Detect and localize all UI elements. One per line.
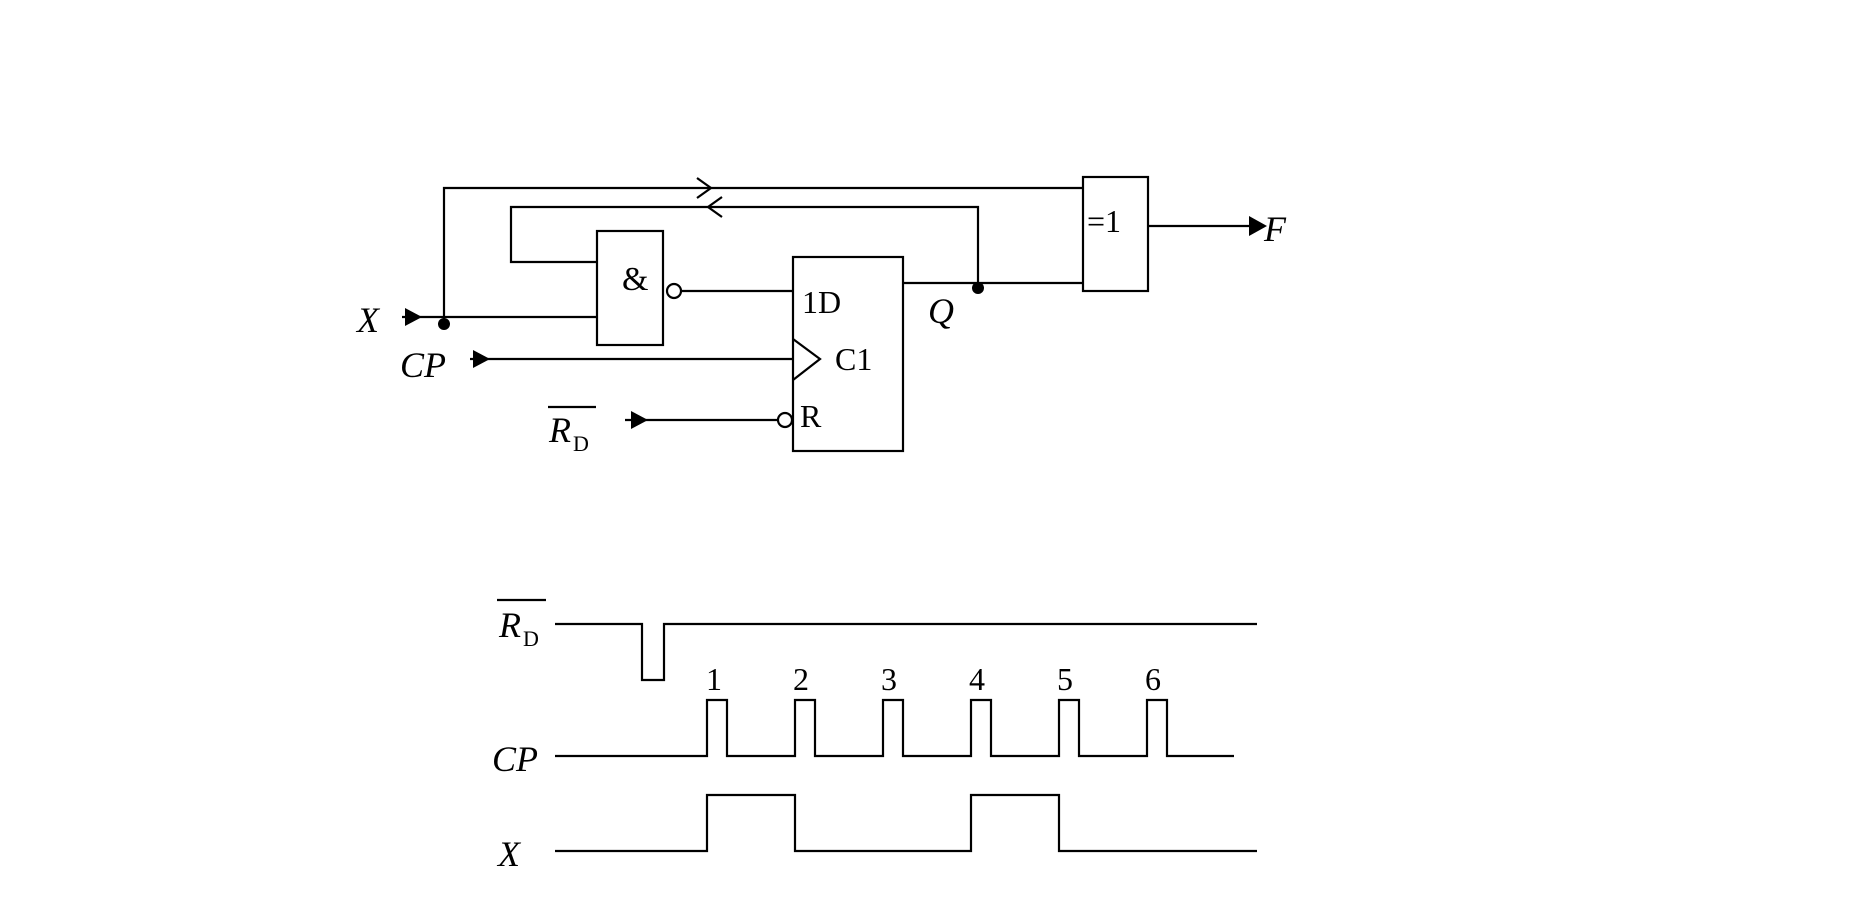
- wave-rd-subscript: D: [523, 626, 539, 651]
- cp-pulse-label-6: 6: [1145, 661, 1161, 697]
- input-rd-subscript: D: [573, 431, 589, 456]
- dff-reset-pin-label: R: [800, 398, 822, 434]
- input-x-label: X: [355, 300, 381, 340]
- cp-pulse-label-4: 4: [969, 661, 985, 697]
- cp-pulse-label-3: 3: [881, 661, 897, 697]
- and-gate-inverter-bubble: [665, 282, 683, 300]
- dff-clock-pin-label: C1: [835, 341, 872, 377]
- arrow-q-feedback: [706, 196, 723, 218]
- output-f-label: F: [1263, 209, 1287, 249]
- and-gate: [595, 229, 665, 347]
- dff-clock-triangle: [792, 338, 822, 381]
- arrow-x-to-xor: [696, 177, 713, 199]
- timing-diagram: R D CP 1 2 3 4 5 6 X: [492, 598, 1257, 874]
- wave-x: [555, 793, 1257, 853]
- dff-d-pin-label: 1D: [802, 284, 841, 320]
- wave-cp: [555, 698, 1234, 758]
- wave-cp-label: CP: [492, 739, 538, 779]
- xor-gate: [1081, 175, 1150, 293]
- wave-x-label: X: [496, 834, 522, 874]
- cp-pulse-label-5: 5: [1057, 661, 1073, 697]
- cp-pulse-label-2: 2: [793, 661, 809, 697]
- cp-pulse-label-1: 1: [706, 661, 722, 697]
- wire-q-feedback-to-and: [509, 205, 980, 288]
- output-q-label: Q: [928, 291, 954, 331]
- dff-reset-inverter-bubble: [776, 411, 794, 429]
- input-rd-label: R: [548, 410, 571, 450]
- d-flip-flop: [791, 255, 905, 453]
- circuit: & 1D C1 R =1 X CP R D Q: [355, 175, 1287, 456]
- input-cp-label: CP: [400, 345, 446, 385]
- wave-rd-label: R: [498, 605, 521, 645]
- output-f-arrow: [1249, 216, 1267, 236]
- wave-rd: [555, 622, 1257, 682]
- xor-gate-label: =1: [1087, 203, 1121, 239]
- and-gate-label: &: [622, 261, 648, 298]
- wire-x-to-xor: [442, 186, 1083, 324]
